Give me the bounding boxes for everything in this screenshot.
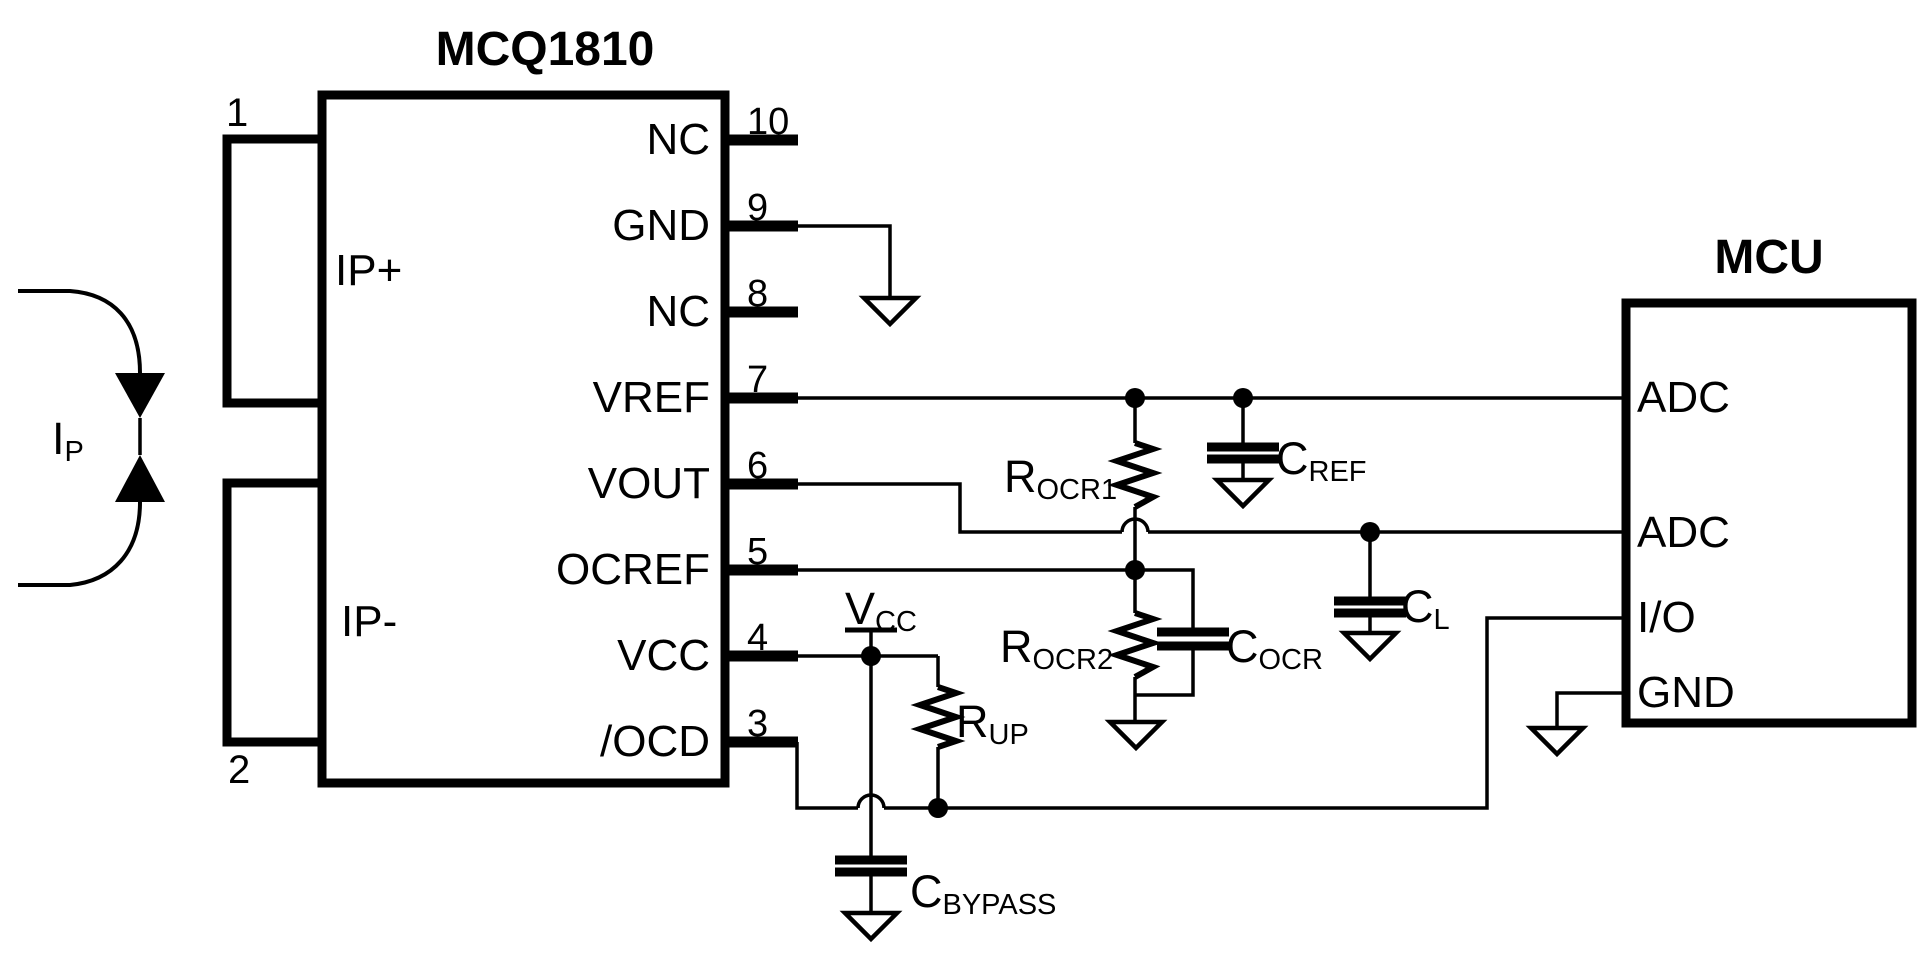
label-cl: CL — [1401, 583, 1450, 644]
current-loop-bottom — [18, 501, 142, 587]
mcu-pin-io: I/O — [1637, 593, 1696, 642]
mcu-pin-gnd: GND — [1637, 668, 1735, 717]
pin6-number: 6 — [747, 445, 769, 487]
ground-icon-mcu — [1525, 725, 1589, 758]
label-cbypass-sub: BYPASS — [942, 889, 1057, 921]
ic-title: MCQ1810 — [435, 23, 655, 76]
wire-vout-to-adc-left — [798, 482, 1122, 534]
pin2-number: 2 — [228, 748, 251, 792]
pin3-number: 3 — [747, 703, 769, 745]
pin5-number: 5 — [747, 531, 769, 573]
label-cocr-main: C — [1226, 621, 1259, 672]
label-rup-main: R — [956, 696, 989, 747]
label-rup: RUP — [956, 698, 1029, 759]
ip-minus-pin-block — [222, 478, 327, 747]
ip-plus-pin-block — [222, 134, 327, 408]
capacitor-cocr — [1157, 627, 1229, 651]
junction-dot — [861, 646, 881, 666]
pin7-number: 7 — [747, 359, 769, 401]
wire-ocd-left — [795, 742, 858, 810]
label-cl-sub: L — [1433, 604, 1450, 636]
resistors — [910, 440, 1163, 750]
pin-label-vout: VOUT — [587, 459, 710, 508]
label-cbypass: CBYPASS — [910, 868, 1056, 929]
label-cref: CREF — [1276, 435, 1367, 496]
label-vcc-sub: CC — [875, 606, 917, 638]
pin9-number: 9 — [747, 187, 769, 229]
label-cocr-sub: OCR — [1258, 644, 1323, 676]
current-source-icon — [18, 289, 165, 587]
junction-dot — [1125, 388, 1145, 408]
label-rup-sub: UP — [988, 719, 1029, 751]
label-ip-main: I — [52, 413, 65, 464]
wire-mcu-gnd — [1555, 691, 1626, 728]
junction-dot — [928, 798, 948, 818]
wire-ocref — [798, 568, 1195, 632]
crossover-hop-ocd — [856, 793, 886, 809]
label-vcc: VCC — [845, 585, 917, 646]
pin4-number: 4 — [747, 617, 769, 659]
label-rocr2-sub: OCR2 — [1032, 644, 1114, 676]
pin-label-ip-minus: IP- — [341, 597, 398, 646]
label-rocr2: ROCR2 — [1000, 623, 1113, 684]
wire-ocd-to-io — [884, 616, 1626, 810]
label-rocr1-sub: OCR1 — [1036, 474, 1118, 506]
pin-label-nc10: NC — [646, 115, 710, 164]
mcu-title: MCU — [1714, 231, 1824, 284]
capacitor-cbypass — [835, 855, 907, 877]
ground-icon-ocr — [1104, 719, 1168, 752]
label-rocr2-main: R — [1000, 621, 1033, 672]
junction-dot — [1233, 388, 1253, 408]
pin-label-ocref: OCREF — [556, 545, 710, 594]
capacitor-cl — [1334, 596, 1406, 618]
grounds — [839, 295, 1589, 943]
label-rocr1-main: R — [1004, 451, 1037, 502]
pin1-number: 1 — [226, 91, 249, 135]
junction-dot — [1125, 560, 1145, 580]
ground-icon-gnd9 — [858, 295, 922, 328]
ground-icon-cl — [1338, 630, 1402, 663]
pin-label-gnd: GND — [612, 201, 710, 250]
pin-label-vcc: VCC — [617, 631, 710, 680]
label-cocr: COCR — [1226, 623, 1323, 684]
pin-label-vref: VREF — [592, 373, 710, 422]
label-cl-main: C — [1401, 581, 1434, 632]
current-loop-top — [18, 289, 142, 374]
label-cbypass-main: C — [910, 866, 943, 917]
label-vcc-main: V — [845, 583, 876, 634]
ic-body-outline — [317, 90, 730, 788]
junction-dot — [1360, 522, 1380, 542]
label-rocr1: ROCR1 — [1004, 453, 1117, 514]
label-ip: IP — [52, 415, 84, 476]
pin-label-nc8: NC — [646, 287, 710, 336]
label-cref-sub: REF — [1308, 456, 1367, 488]
label-cref-main: C — [1276, 433, 1309, 484]
mcu-pin-adc1: ADC — [1637, 373, 1730, 422]
capacitor-cref — [1207, 442, 1279, 464]
pin10-number: 10 — [747, 101, 790, 143]
pin8-number: 8 — [747, 273, 769, 315]
pin-label-ip-plus: IP+ — [335, 246, 403, 295]
wire-cocr-bottom — [1135, 646, 1195, 697]
capacitors — [835, 442, 1406, 877]
mcu-body-outline — [1621, 298, 1917, 728]
ground-icon-cref — [1211, 477, 1275, 510]
mcu-pin-adc2: ADC — [1637, 508, 1730, 557]
arrow-down-icon — [115, 373, 165, 418]
resistor-rocr2 — [1107, 610, 1163, 680]
junction-dots — [861, 388, 1380, 818]
ground-icon-cbypass — [839, 910, 903, 943]
label-ip-sub: P — [64, 436, 84, 468]
arrow-up-icon — [115, 455, 165, 502]
resistor-rocr1 — [1107, 440, 1163, 510]
ic-pin-stubs — [725, 134, 798, 748]
resistor-rup — [910, 684, 966, 750]
wires — [795, 224, 1626, 913]
wire-gnd9 — [798, 224, 892, 298]
pin-label-ocd: /OCD — [600, 717, 710, 766]
